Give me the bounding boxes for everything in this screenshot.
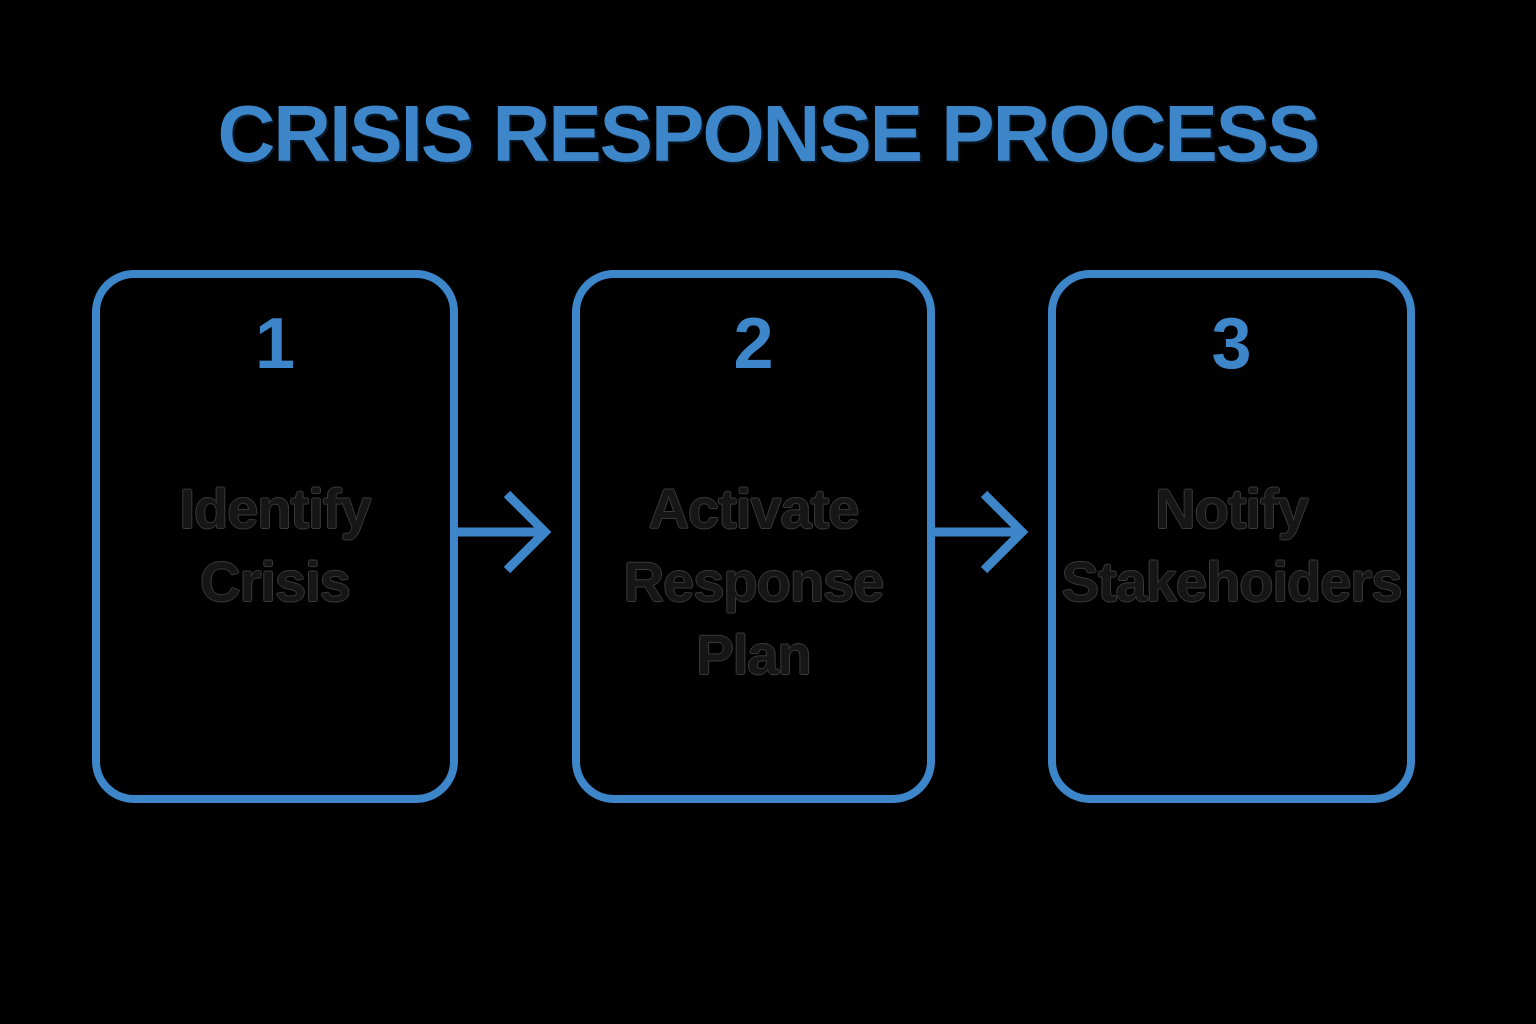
step-box-3: 3 Notify Stakehoiders xyxy=(1048,270,1415,803)
step-2-number: 2 xyxy=(733,304,774,384)
arrow-right-icon xyxy=(934,490,1028,574)
step-box-2: 2 Activate Response Plan xyxy=(572,270,935,803)
step-box-1: 1 Identify Crisis xyxy=(92,270,458,803)
step-3-number: 3 xyxy=(1211,304,1252,384)
step-2-label: Activate Response Plan xyxy=(623,477,885,686)
step-1-number: 1 xyxy=(254,304,296,384)
step-1-label: Identify Crisis xyxy=(179,477,371,613)
diagram-title: CRISIS RESPONSE PROCESS xyxy=(217,89,1321,178)
step-3-label: Notify Stakehoiders xyxy=(1061,477,1403,613)
arrow-right-icon xyxy=(457,490,551,574)
